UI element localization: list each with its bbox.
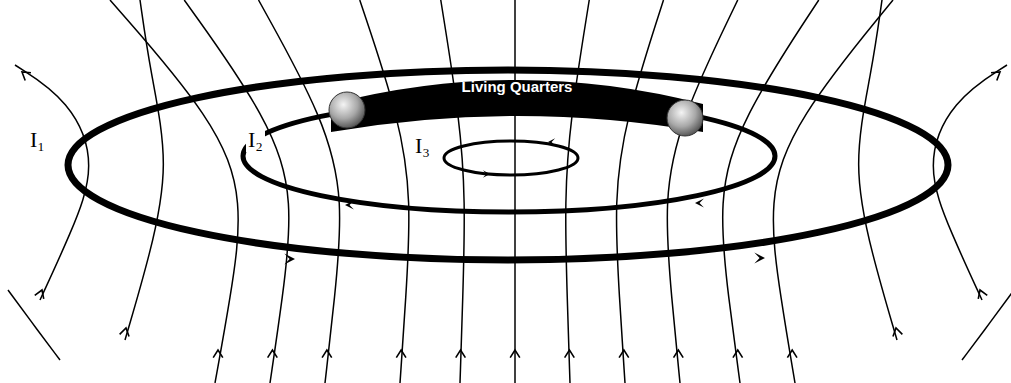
current-loop-1	[68, 70, 948, 260]
field-line	[962, 290, 1011, 360]
field-arrowhead	[619, 350, 629, 358]
field-line	[441, 0, 464, 383]
field-arrowhead	[787, 350, 797, 358]
sphere	[329, 92, 365, 128]
field-line	[360, 0, 409, 383]
sphere	[667, 100, 703, 136]
field-arrowhead	[565, 350, 575, 358]
current-arrowhead	[754, 253, 765, 264]
current-loop-3	[444, 141, 578, 175]
current-arrows	[284, 138, 765, 264]
current-label: I₁	[28, 128, 47, 152]
field-arrowhead	[978, 290, 987, 299]
field-line	[773, 0, 893, 383]
current-arrowhead	[483, 170, 490, 177]
field-line	[566, 0, 589, 383]
field-arrowhead	[674, 350, 684, 358]
current-label: I₂	[246, 128, 265, 152]
field-line	[667, 0, 737, 383]
current-arrowhead	[284, 254, 295, 265]
field-arrowhead	[456, 350, 466, 358]
field-arrowhead	[22, 72, 31, 80]
node-label: Living Quarters	[327, 72, 707, 95]
field-arrowhead	[120, 328, 129, 336]
current-arrowhead	[695, 198, 704, 207]
field-line	[184, 0, 289, 383]
field-arrowhead	[322, 350, 332, 358]
field-arrowhead	[510, 350, 520, 358]
current-label: I₃	[413, 134, 432, 158]
field-line	[723, 0, 819, 383]
field-arrowhead	[893, 328, 902, 336]
field-arrowhead	[213, 350, 223, 358]
current-arrowhead	[548, 138, 555, 145]
field-arrowhead	[35, 290, 44, 299]
living-quarters-band: Living Quarters	[327, 72, 707, 142]
field-arrowhead	[268, 350, 278, 358]
field-line	[8, 290, 60, 360]
field-line	[110, 0, 238, 383]
field-arrowhead	[733, 350, 743, 358]
current-arrowhead	[345, 200, 354, 209]
field-arrowhead	[991, 72, 1000, 80]
field-line	[617, 0, 664, 383]
field-arrowhead	[396, 350, 406, 358]
current-loop-2	[243, 100, 775, 212]
field-lines	[8, 0, 1011, 383]
field-line	[514, 0, 516, 383]
field-line	[125, 0, 163, 340]
field-line	[859, 0, 897, 340]
